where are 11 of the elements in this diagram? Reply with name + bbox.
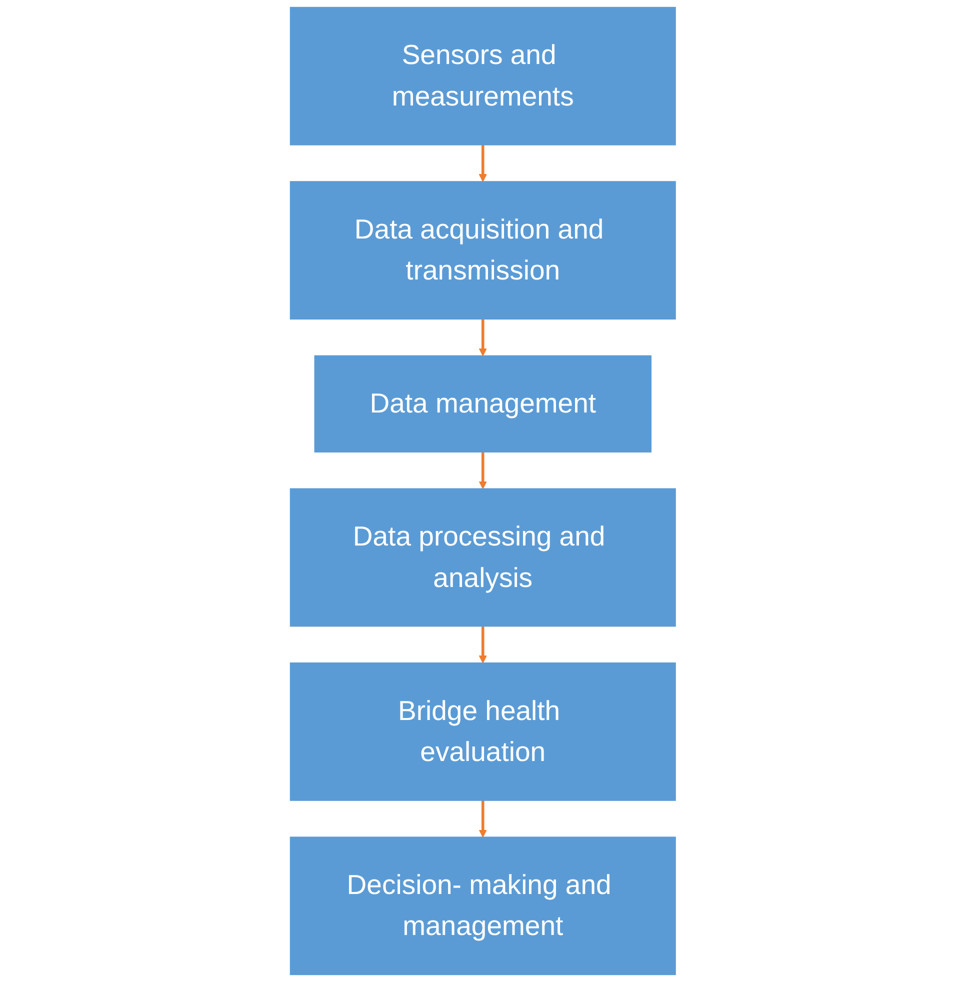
- arrow: [478, 144, 488, 182]
- node-box: Data processing and analysis: [290, 488, 676, 627]
- node-box: Bridge health evaluation: [290, 662, 676, 801]
- node-box: Data management: [314, 355, 652, 452]
- arrow: [478, 800, 488, 838]
- node-box: Decision- making and management: [290, 836, 676, 976]
- arrow: [478, 452, 488, 490]
- arrow: [478, 626, 488, 664]
- node-box: Data acquisition and transmission: [290, 181, 676, 320]
- node-box: Sensors and measurements: [290, 6, 676, 146]
- arrow: [478, 319, 488, 356]
